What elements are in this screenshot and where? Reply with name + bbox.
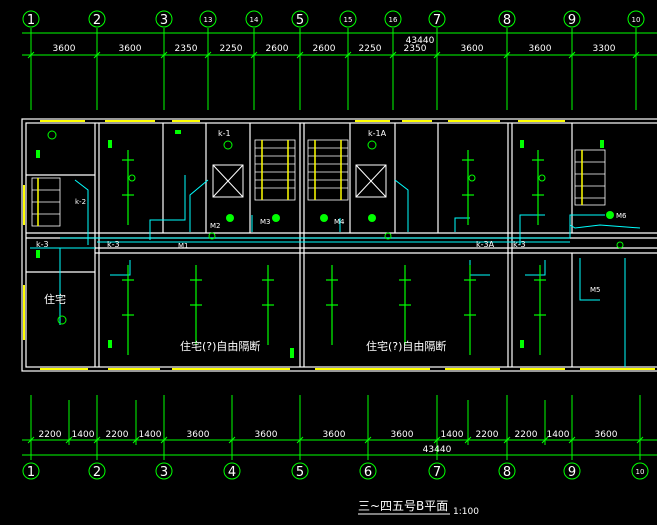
dim-bottom: 3600: [187, 430, 210, 440]
axis-label-top: 7: [433, 13, 441, 28]
axis-label-top: 2: [93, 13, 101, 28]
tag-k3a: k-3A: [476, 240, 495, 249]
axis-label-top: 13: [204, 16, 213, 24]
room-label-center-left: 住宅(?)自由隔断: [180, 339, 260, 353]
dim-top: 3600: [529, 44, 552, 54]
stairs: [31, 139, 606, 227]
axis-label-bottom: 1: [27, 465, 35, 480]
total-dimension-bottom: 43440: [423, 445, 452, 455]
windows: [23, 120, 655, 370]
dim-bottom: 2200: [515, 430, 538, 440]
drawing-scale: 1:100: [453, 507, 479, 517]
tag-m6: M6: [616, 212, 627, 220]
axis-label-bottom: 6: [364, 465, 372, 480]
dim-bottom: 3600: [255, 430, 278, 440]
axis-label-bottom: 5: [296, 465, 304, 480]
dim-bottom: 1400: [72, 430, 95, 440]
bottom-dimension-values: 2200 1400 2200 1400 3600 3600 3600 3600 …: [39, 430, 618, 440]
equipment-tags: k-1 k-1A k-3 k-3 k-3A k-3 k-2 M1 M2 M3 M…: [36, 129, 627, 294]
top-dimension-values: 3600 3600 2350 2250 2600 2600 2250 2350 …: [53, 44, 616, 54]
top-dimension-lines: [22, 28, 657, 110]
dim-bottom: 3600: [595, 430, 618, 440]
dim-top: 3600: [53, 44, 76, 54]
axis-label-top: 15: [344, 16, 353, 24]
dim-bottom: 3600: [391, 430, 414, 440]
dim-bottom: 2200: [476, 430, 499, 440]
drawing-title: 三~四五号B平面: [358, 499, 448, 513]
top-axis-bubbles: [22, 10, 645, 28]
tag-m5: M5: [590, 286, 601, 294]
axis-label-top: 9: [568, 13, 576, 28]
bottom-axis-bubbles: [22, 462, 649, 480]
dim-top: 2250: [359, 44, 382, 54]
room-label-left: 住宅: [44, 292, 66, 306]
tag-m2: M2: [210, 222, 221, 230]
dim-top: 3600: [119, 44, 142, 54]
axis-label-bottom: 9: [568, 465, 576, 480]
tag-k3-center: k-3: [107, 240, 120, 249]
outlet-symbols: [47, 130, 624, 325]
tag-k3-right: k-3: [513, 240, 526, 249]
tag-k2-left: k-2: [75, 198, 86, 206]
wiring-runs: [30, 175, 641, 367]
axis-label-bottom: 2: [93, 465, 101, 480]
dim-top: 3300: [593, 44, 616, 54]
dim-bottom: 1400: [139, 430, 162, 440]
tag-k3-left: k-3: [36, 240, 49, 249]
bottom-axis-labels: 1 2 3 4 5 6 7 8 9 10: [27, 465, 645, 480]
stair-yellow-edges: [37, 140, 583, 226]
bottom-dimension-ticks: [27, 436, 644, 444]
axis-label-bottom: 3: [160, 465, 168, 480]
room-label-center-right: 住宅(?)自由隔断: [366, 339, 446, 353]
dim-bottom: 1400: [441, 430, 464, 440]
dim-bottom: 2200: [106, 430, 129, 440]
tag-m3: M3: [260, 218, 271, 226]
tag-k1: k-1: [218, 129, 231, 138]
dim-bottom: 1400: [547, 430, 570, 440]
axis-label-bottom: 7: [433, 465, 441, 480]
axis-label-top: 10: [632, 16, 641, 24]
dim-bottom: 2200: [39, 430, 62, 440]
total-dimension-top: 43440: [406, 36, 435, 46]
axis-label-bottom: 10: [636, 468, 645, 476]
dim-top: 2600: [313, 44, 336, 54]
tag-m4: M4: [334, 218, 345, 226]
bottom-dimension-lines: [22, 395, 657, 460]
wall-lamps: [36, 130, 614, 358]
dim-bottom: 3600: [323, 430, 346, 440]
dim-top: 2250: [220, 44, 243, 54]
light-fixtures: [122, 150, 546, 355]
dim-top: 3600: [461, 44, 484, 54]
axis-label-top: 16: [389, 16, 398, 24]
axis-label-bottom: 4: [228, 465, 236, 480]
axis-label-top: 1: [27, 13, 35, 28]
tag-k1a: k-1A: [368, 129, 387, 138]
dim-top: 2350: [404, 44, 427, 54]
tag-m1: M1: [178, 242, 189, 250]
shaft-boxes: [212, 164, 387, 198]
top-dimension-ticks: [27, 51, 640, 59]
axis-label-top: 5: [296, 13, 304, 28]
axis-label-top: 8: [503, 13, 511, 28]
axis-label-bottom: 8: [503, 465, 511, 480]
room-labels: 住宅 住宅(?)自由隔断 住宅(?)自由隔断: [44, 292, 446, 353]
dim-top: 2600: [266, 44, 289, 54]
dim-top: 2350: [175, 44, 198, 54]
top-axis-labels: 1 2 3 13 14 5 15 16 7 8 9 10: [27, 13, 641, 28]
axis-label-top: 3: [160, 13, 168, 28]
axis-label-top: 14: [250, 16, 259, 24]
